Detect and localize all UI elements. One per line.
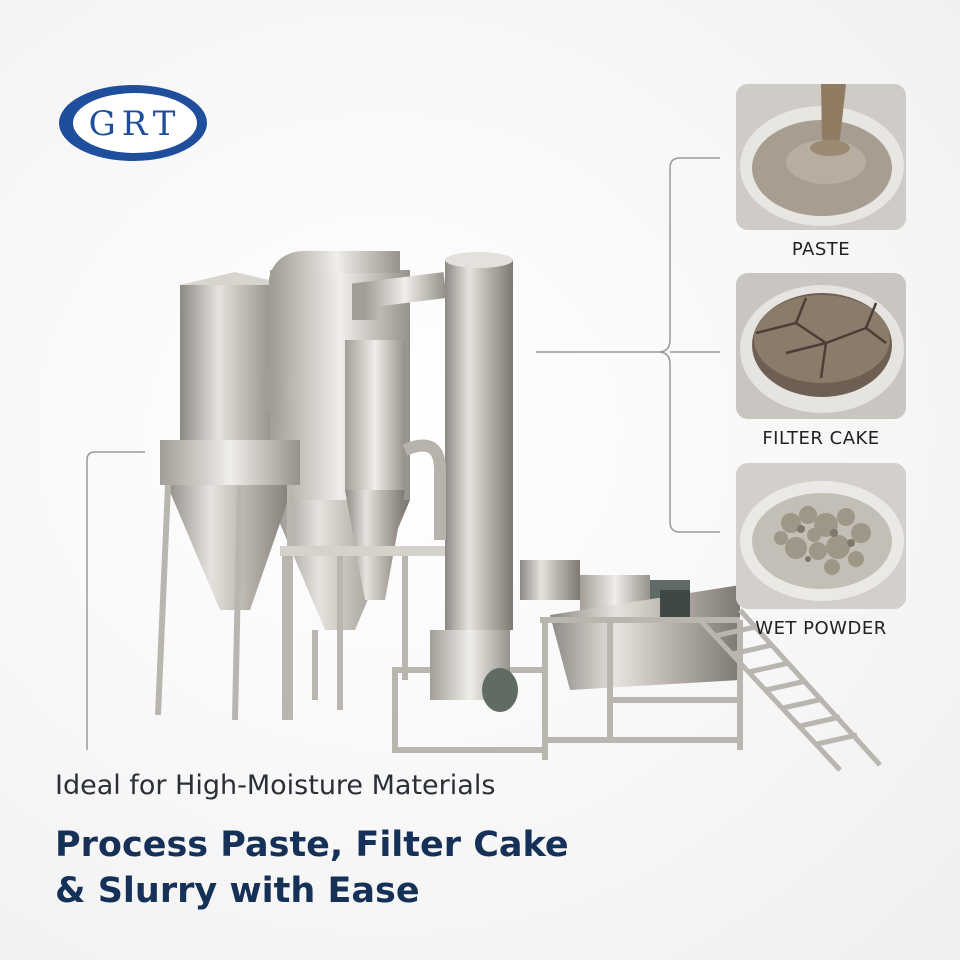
flash-dryer-machine: [140, 250, 890, 790]
material-label-paste: PASTE: [791, 239, 851, 260]
material-card-filter-cake: FILTER CAKE: [736, 273, 906, 449]
headline-line-2: & Slurry with Ease: [55, 871, 420, 911]
left-accent-line: [80, 450, 150, 760]
logo-text: GRT: [89, 104, 182, 144]
headline: Process Paste, Filter Cake & Slurry with…: [55, 822, 615, 914]
subtitle: Ideal for High-Moisture Materials: [55, 770, 496, 801]
material-label-filter-cake: FILTER CAKE: [762, 428, 880, 449]
wet-powder-dish-icon: [736, 463, 906, 609]
material-label-wet-powder: WET POWDER: [755, 618, 887, 639]
filter-cake-dish-icon: [736, 273, 906, 419]
grt-logo: GRT: [55, 82, 211, 164]
material-card-paste: PASTE: [736, 84, 906, 260]
material-bracket: [530, 150, 730, 540]
material-card-wet-powder: WET POWDER: [736, 463, 906, 639]
headline-line-1: Process Paste, Filter Cake: [55, 825, 569, 865]
paste-dish-icon: [736, 84, 906, 230]
